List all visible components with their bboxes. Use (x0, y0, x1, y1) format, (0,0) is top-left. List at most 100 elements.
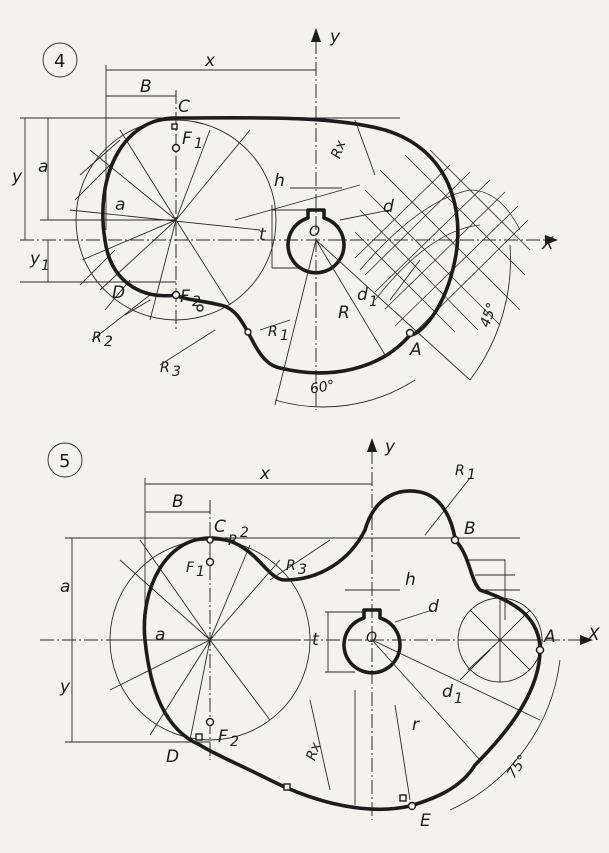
inner-a-label-5: a (155, 625, 165, 645)
r1-sub-5: 1 (467, 467, 476, 483)
construction-rays-right-5 (458, 598, 542, 682)
r1-sub-4: 1 (280, 328, 289, 344)
r2-sub-5: 2 (240, 525, 249, 541)
dim-d1-label-4: d (357, 285, 368, 305)
radius-r-label-4: R (338, 303, 350, 323)
center-o-label-5: O (366, 630, 377, 646)
point-tangent-2-4 (244, 328, 252, 336)
radius-75-line-5 (371, 639, 541, 721)
dim-y1-label-4: y (29, 249, 41, 269)
dim-y1-sub-4: 1 (41, 258, 50, 274)
center-o-label-4: O (309, 224, 320, 240)
point-f1-label-4: F (182, 129, 192, 149)
leader-r3-5 (269, 539, 331, 581)
r1-label-4: R (268, 324, 278, 340)
angle-75-label-5: 75° (504, 752, 531, 782)
r3-sub-4: 3 (172, 364, 181, 380)
r3-sub-5: 3 (298, 562, 307, 578)
radius-r-label-5: r (412, 715, 420, 735)
figure-5: 5 X y x B a y a d 1 (40, 437, 600, 831)
y-axis-arrow-4 (311, 28, 321, 42)
r2-sub-4: 2 (104, 334, 113, 350)
angle-45-label-4: 45° (477, 301, 501, 330)
r2-label-4: R (92, 330, 102, 346)
point-e-label-5: E (420, 811, 431, 831)
figure-4-number: 4 (54, 51, 65, 72)
axis-y-label-5: y (384, 437, 396, 457)
r1-label-5: R (455, 463, 465, 479)
point-f2-5 (205, 717, 215, 727)
x-axis-arrow-5 (580, 635, 593, 645)
point-e-5 (407, 801, 417, 811)
point-a-5 (535, 645, 545, 655)
construction-vert2-5 (394, 704, 411, 801)
dim-y-label-5: y (59, 677, 71, 697)
figure-4: 4 X y x B y a y 1 a (11, 27, 558, 410)
radius-rx-label-5: Rx (303, 740, 324, 763)
figure-5-number-circle (47, 442, 83, 478)
radius-r-line-5 (371, 639, 481, 761)
construction-ticks-4 (74, 139, 151, 316)
construction-steps-5 (465, 559, 520, 620)
point-f2-sub-4: 2 (192, 294, 201, 310)
leader-r3-4 (159, 329, 216, 366)
point-f2-label-5: F (218, 727, 228, 747)
dim-x-label-4: x (204, 51, 216, 71)
point-f1-label-5: F (186, 560, 195, 576)
angle-60-label-4: 60° (309, 378, 336, 398)
dim-d1-label-5: d (442, 682, 453, 702)
point-f2-4 (171, 290, 181, 300)
leader-d1-5 (459, 649, 491, 681)
point-f1-sub-5: 1 (196, 564, 205, 580)
r3-label-4: R (160, 360, 170, 376)
point-d-label-4: D (112, 283, 125, 303)
dim-d-label-5: d (428, 597, 439, 617)
leader-r1-5 (424, 477, 471, 536)
figure-5-number: 5 (59, 451, 70, 472)
angle-arc-60-4 (274, 379, 416, 408)
axis-x-label-4: X (541, 234, 554, 254)
axis-x-label-5: X (587, 625, 600, 645)
point-d-label-5: D (166, 747, 179, 767)
y-axis-arrow-5 (367, 438, 377, 452)
radius-rx-label-4: Rx (328, 138, 349, 161)
leader-d-4 (339, 209, 391, 221)
point-tangent-1-4 (196, 304, 204, 312)
point-c-5 (206, 536, 214, 544)
dim-a-label-5: a (60, 577, 70, 597)
point-c-label-5: C (214, 517, 226, 537)
point-d-marker-5 (195, 733, 203, 741)
point-b-5 (450, 535, 460, 545)
angle-arc-45-4 (469, 244, 511, 381)
point-rx-marker-5 (283, 783, 291, 791)
leader-d-5 (394, 609, 433, 623)
dim-d-label-4: d (383, 197, 394, 217)
leader-d1-4 (389, 259, 421, 301)
radius-r-line-4 (315, 239, 386, 356)
r3-label-5: R (286, 558, 296, 574)
dim-h-label-5: h (405, 570, 416, 590)
construction-circle-4 (75, 119, 277, 321)
dim-y-label-4: y (11, 167, 23, 187)
point-f2-sub-5: 2 (230, 734, 239, 750)
point-a-4 (405, 328, 415, 338)
radius-rx-line-4 (354, 119, 376, 176)
point-a-label-5: A (543, 627, 556, 647)
construction-grid-4 (354, 149, 531, 343)
point-f1-sub-4: 1 (194, 136, 203, 152)
x-axis-arrow-4 (545, 235, 558, 245)
point-c-marker-4 (171, 123, 178, 130)
inner-a-label-4: a (115, 195, 125, 215)
point-f2-label-4: F (180, 287, 190, 307)
dim-a-label-4: a (38, 157, 48, 177)
cam-contour-5 (142, 489, 542, 812)
dim-b-label-4: B (140, 77, 152, 97)
point-f1-4 (171, 143, 181, 153)
construction-diag-4 (234, 184, 361, 221)
point-c-label-4: C (178, 97, 190, 117)
point-e-marker-5 (399, 794, 407, 802)
construction-rays-4 (69, 129, 261, 321)
leader-r2-4 (91, 294, 151, 341)
